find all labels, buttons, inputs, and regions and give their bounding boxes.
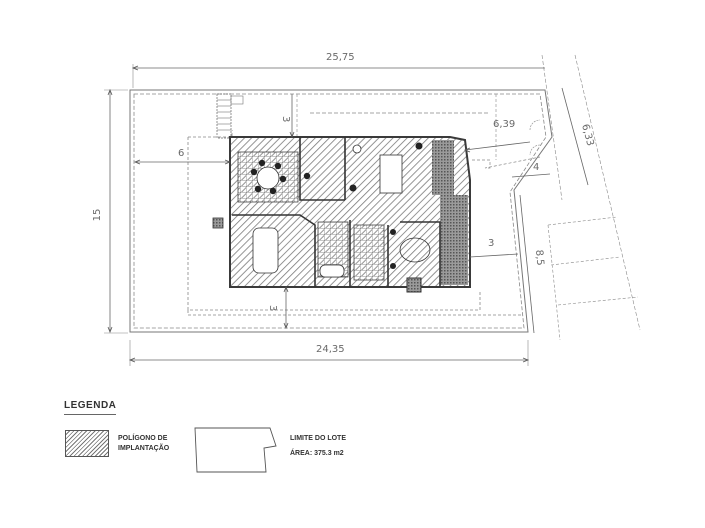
dim-setback-bottom: 3 xyxy=(267,305,278,311)
stairs-top xyxy=(216,93,244,139)
legend-implantation-line2: IMPLANTAÇÃO xyxy=(118,445,170,452)
dimension-left-height: 15 xyxy=(92,88,128,334)
legend-hatch-swatch xyxy=(65,430,109,457)
dim-garage-width: 4 xyxy=(533,162,539,173)
dim-right-upper: 6,33 xyxy=(579,123,595,147)
dimension-bottom-width: 24,35 xyxy=(128,340,530,366)
legend-implantation-line1: POLÍGONO DE xyxy=(118,435,168,442)
dim-right-lower: 8,5 xyxy=(533,249,545,266)
dimension-right: 6,33 8,5 xyxy=(519,54,641,334)
dim-top-label: 25,75 xyxy=(326,52,355,63)
dimension-top-width: 25,75 xyxy=(131,52,545,88)
garage-access: 6,39 4 xyxy=(463,119,551,178)
dim-bottom-label: 24,35 xyxy=(316,344,345,355)
legend-lot-outline-symbol xyxy=(194,427,277,473)
legend-title: LEGENDA xyxy=(64,400,117,415)
parking-bays xyxy=(547,216,639,341)
legend-lot-area: ÁREA: 375.3 m2 xyxy=(290,450,344,457)
dim-setback-top: 3 xyxy=(280,116,291,122)
dim-setback-right: 3 xyxy=(488,238,494,249)
legend-lot-line1: LIMITE DO LOTE xyxy=(290,435,346,442)
legend-label-implantation: POLÍGONO DE IMPLANTAÇÃO xyxy=(118,434,169,454)
implantation-polygon xyxy=(212,136,471,293)
legend-label-lot: LIMITE DO LOTE ÁREA: 375.3 m2 xyxy=(290,434,346,459)
dim-garage-depth: 6,39 xyxy=(493,119,515,130)
dimension-setbacks: 6 3 3 3 xyxy=(133,94,519,330)
setback-outline xyxy=(187,94,523,316)
dim-left-label: 15 xyxy=(92,209,103,222)
dim-setback-left: 6 xyxy=(178,148,184,159)
lot-boundary xyxy=(129,89,553,333)
